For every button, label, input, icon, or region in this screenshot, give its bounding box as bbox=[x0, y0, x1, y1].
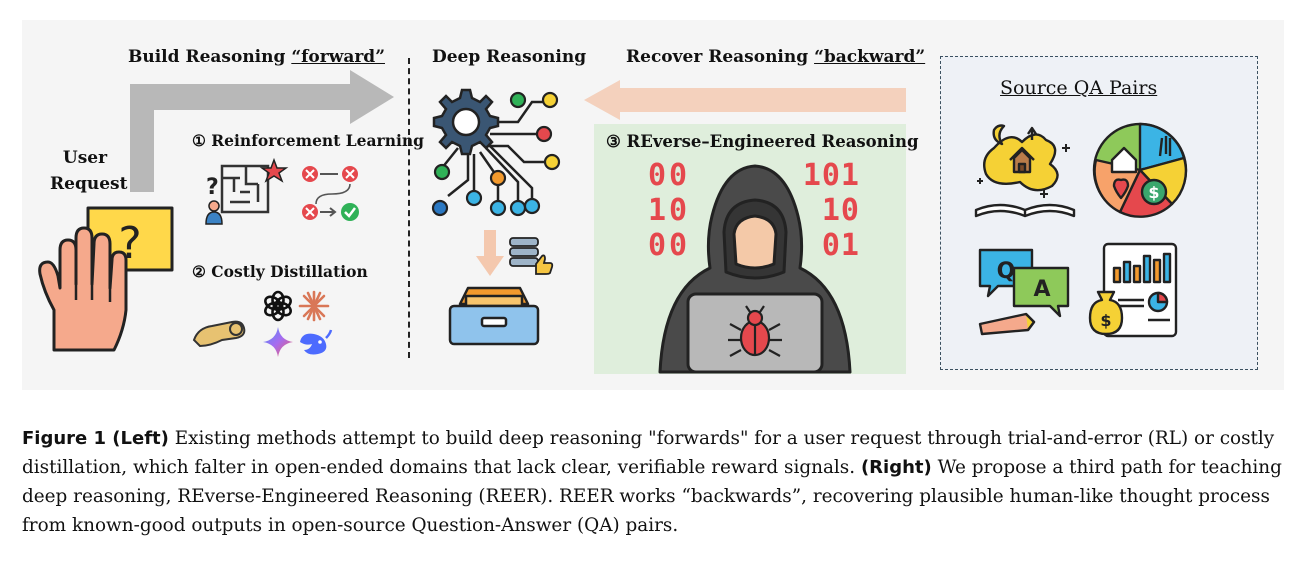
dollar-sign: $ bbox=[1148, 183, 1159, 202]
file-drawer-icon bbox=[446, 282, 542, 348]
q-letter: Q bbox=[997, 259, 1016, 284]
maze-icon: ? bbox=[200, 158, 290, 228]
backward-title: Recover Reasoning “backward” bbox=[626, 47, 925, 67]
svg-text:?: ? bbox=[206, 175, 219, 200]
gear-circuit-icon bbox=[428, 82, 578, 227]
rl-label: ① Reinforcement Learning bbox=[192, 131, 424, 150]
trial-and-error-icon bbox=[298, 162, 368, 224]
dollar-sign-bag: $ bbox=[1100, 311, 1111, 330]
user-request-label: User Request bbox=[50, 145, 120, 197]
claude-logo-icon bbox=[298, 290, 330, 322]
raised-hand-question-icon: ? bbox=[30, 200, 180, 355]
source-title: Source QA Pairs bbox=[1000, 77, 1157, 99]
hacker-icon bbox=[650, 160, 860, 372]
qa-chat-icon: Q A bbox=[974, 244, 1074, 336]
section-divider bbox=[408, 58, 410, 358]
backward-arrow bbox=[584, 80, 906, 120]
figure-caption: Figure 1 (Left) Existing methods attempt… bbox=[22, 424, 1292, 540]
deepseek-logo-icon bbox=[298, 328, 332, 358]
gemini-logo-icon bbox=[262, 326, 294, 358]
openai-logo-icon bbox=[262, 290, 294, 322]
database-thumbs-up-icon bbox=[508, 236, 554, 276]
pie-chart-icon: $ bbox=[1090, 120, 1190, 220]
financial-report-icon: $ bbox=[1084, 240, 1184, 340]
distillation-label: ② Costly Distillation bbox=[192, 262, 368, 281]
caption-label-left: Figure 1 (Left) bbox=[22, 428, 169, 449]
storybook-icon bbox=[970, 118, 1080, 220]
reer-label: ③ REverse–Engineered Reasoning bbox=[606, 132, 918, 151]
forward-title: Build Reasoning “forward” bbox=[128, 47, 385, 67]
deep-reasoning-title: Deep Reasoning bbox=[432, 47, 586, 67]
caption-label-right: (Right) bbox=[861, 457, 932, 478]
a-letter: A bbox=[1033, 277, 1050, 302]
down-arrow bbox=[476, 230, 504, 276]
money-hand-icon bbox=[192, 312, 252, 352]
